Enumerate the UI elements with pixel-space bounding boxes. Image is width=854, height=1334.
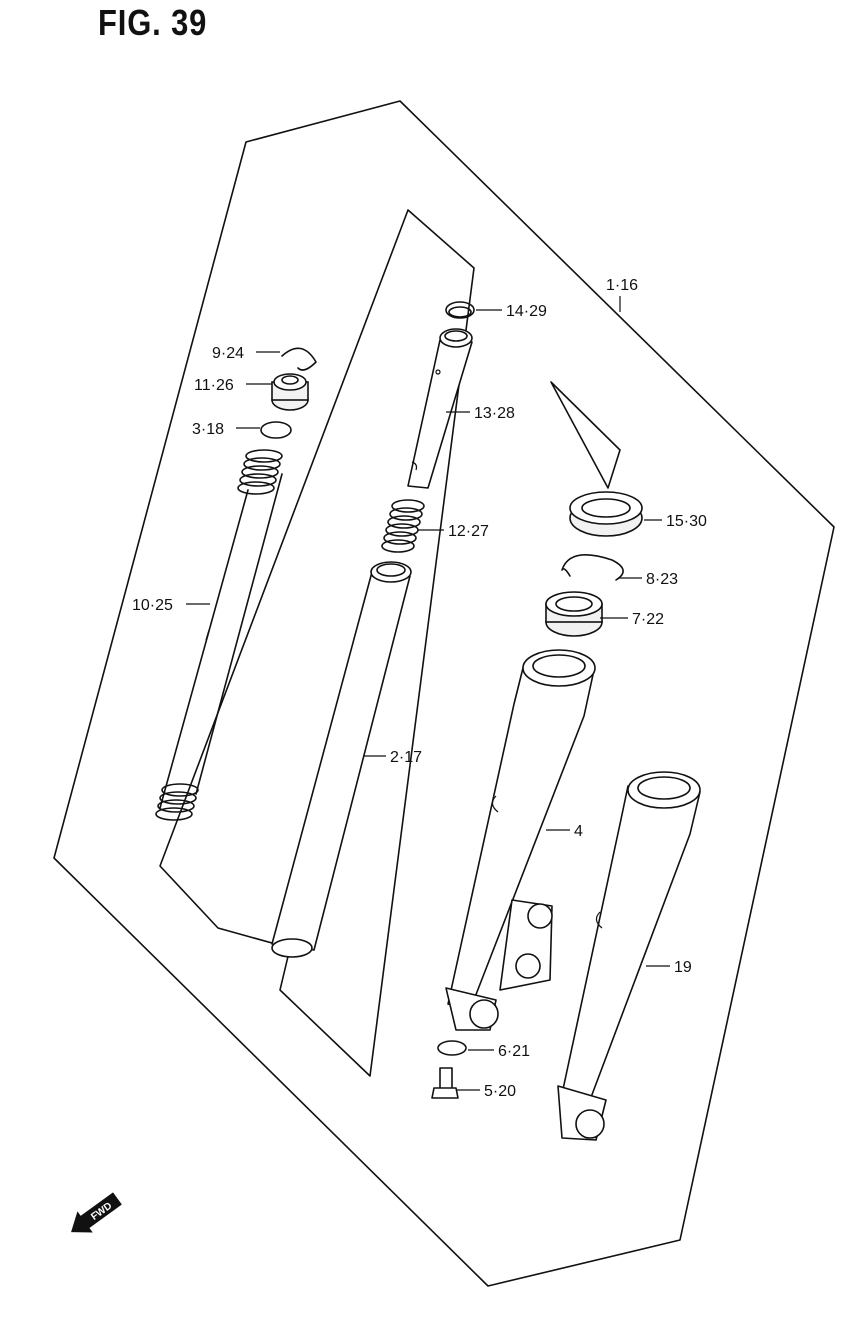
damper-rod-part [407, 328, 473, 489]
label-13-28: 13·28 [474, 405, 515, 422]
label-19: 19 [674, 959, 692, 976]
inner-panel-right [550, 381, 621, 489]
inner-panel-upper [159, 209, 475, 1077]
bolt-part [431, 1067, 459, 1099]
cap-bolt-part [271, 373, 309, 411]
label-11-26: 11·26 [194, 377, 234, 394]
figure-title: FIG. 39 [98, 2, 208, 43]
circlip-part [445, 301, 475, 319]
dust-seal-part [569, 491, 643, 537]
outer-tube-right-part [557, 771, 701, 1141]
label-10-25: 10·25 [132, 597, 173, 614]
label-3-18: 3·18 [192, 421, 224, 438]
snap-ring-part [281, 347, 317, 371]
oil-seal-part [545, 591, 603, 637]
gasket-part [437, 1040, 467, 1056]
leader-lines [186, 296, 670, 1091]
label-1-16: 1·16 [606, 277, 638, 294]
label-14-29: 14·29 [506, 303, 547, 320]
o-ring-part [260, 421, 292, 439]
label-4: 4 [574, 823, 583, 840]
label-8-23: 8·23 [646, 571, 678, 588]
rebound-spring-part [381, 499, 425, 553]
stopper-ring-part [561, 554, 624, 581]
label-5-20: 5·20 [484, 1083, 516, 1100]
label-9-24: 9·24 [212, 345, 244, 362]
inner-tube-part [271, 561, 412, 958]
assembly-boundary [53, 100, 835, 1287]
fwd-arrow-icon: FWD [71, 1192, 122, 1233]
label-12-27: 12·27 [448, 523, 489, 540]
outer-tube-left-part [445, 649, 596, 1031]
label-15-30: 15·30 [666, 513, 707, 530]
fork-spring-part [155, 449, 283, 821]
label-6-21: 6·21 [498, 1043, 530, 1060]
label-2-17: 2·17 [390, 749, 422, 766]
label-7-22: 7·22 [632, 611, 664, 628]
